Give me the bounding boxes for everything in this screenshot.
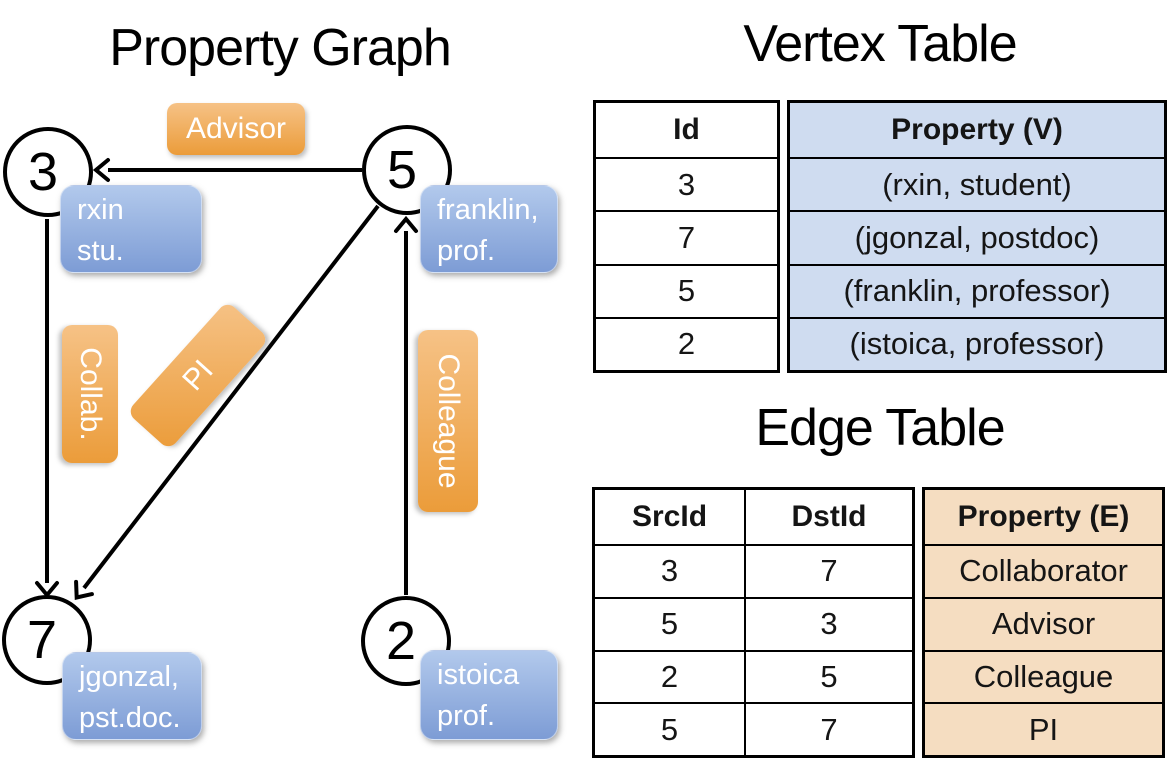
edge-cell-srcid: 5 — [595, 702, 744, 755]
edge-table-property-column: Property (E) Collaborator Advisor Collea… — [922, 487, 1165, 758]
edge-cell-dstid: 3 — [744, 596, 912, 650]
edge-cell-srcid: 5 — [595, 596, 744, 650]
edge-table-id-columns: SrcId DstId 3 7 5 3 2 5 5 7 — [592, 487, 915, 758]
vertex-cell-id: 7 — [596, 210, 777, 263]
graph-node-5: 5 — [362, 125, 452, 215]
vertex-cell-property: (franklin, professor) — [790, 263, 1164, 317]
edge-table-title: Edge Table — [755, 399, 1005, 457]
vertex-label-jgonzal: jgonzal, pst.doc. — [62, 652, 202, 740]
edge-cell-dstid: 7 — [744, 544, 912, 597]
vertex-col-header-property: Property (V) — [790, 103, 1164, 157]
vertex-label-franklin: franklin, prof. — [420, 185, 558, 273]
vertex-table-property-column: Property (V) (rxin, student) (jgonzal, p… — [787, 100, 1167, 373]
vertex-cell-property: (jgonzal, postdoc) — [790, 210, 1164, 264]
vertex-label-rxin: rxin stu. — [60, 185, 202, 273]
node-3-id: 3 — [27, 142, 59, 202]
edge-col-header-dstid: DstId — [744, 490, 912, 544]
vertex-cell-id: 3 — [596, 157, 777, 210]
edge-cell-property: Colleague — [925, 649, 1162, 703]
edge-cell-property: Collaborator — [925, 544, 1162, 597]
edge-5-to-7-line — [84, 204, 380, 588]
edge-cell-dstid: 5 — [744, 649, 912, 703]
edge-col-header-property: Property (E) — [925, 490, 1162, 544]
vertex-cell-id: 5 — [596, 263, 777, 317]
vertex-label-line: prof. — [437, 700, 496, 732]
property-graph-title: Property Graph — [109, 19, 452, 77]
edge-cell-property: PI — [925, 702, 1162, 755]
vertex-label-istoica: istoica prof. — [420, 650, 558, 740]
vertex-table-id-column: Id 3 7 5 2 — [593, 100, 780, 373]
vertex-cell-id: 2 — [596, 316, 777, 370]
vertex-label-line: istoica — [437, 659, 520, 691]
vertex-label-line: prof. — [437, 235, 496, 267]
node-5-id: 5 — [386, 140, 418, 200]
vertex-label-line: stu. — [77, 235, 124, 267]
edge-cell-srcid: 2 — [595, 649, 744, 703]
vertex-label-line: rxin — [77, 194, 124, 226]
edge-label-collab: Collab. — [62, 325, 118, 463]
graph-node-2: 2 — [361, 596, 451, 686]
vertex-cell-property: (rxin, student) — [790, 157, 1164, 211]
vertex-col-header-id: Id — [673, 113, 700, 146]
edge-cell-dstid: 7 — [744, 702, 912, 755]
vertex-table-title: Vertex Table — [743, 15, 1017, 73]
vertex-label-line: pst.doc. — [79, 702, 181, 734]
vertex-label-line: jgonzal, — [79, 661, 179, 693]
edge-col-header-srcid: SrcId — [631, 500, 708, 533]
graph-edges — [0, 0, 585, 760]
edge-cell-property: Advisor — [925, 596, 1162, 650]
edge-cell-srcid: 3 — [595, 544, 744, 597]
vertex-cell-property: (istoica, professor) — [790, 316, 1164, 370]
edge-label-colleague: Colleague — [418, 330, 478, 512]
edge-label-advisor: Advisor — [167, 103, 305, 155]
node-2-id: 2 — [385, 611, 417, 671]
node-7-id: 7 — [26, 610, 58, 670]
vertex-label-line: franklin, — [437, 194, 539, 226]
